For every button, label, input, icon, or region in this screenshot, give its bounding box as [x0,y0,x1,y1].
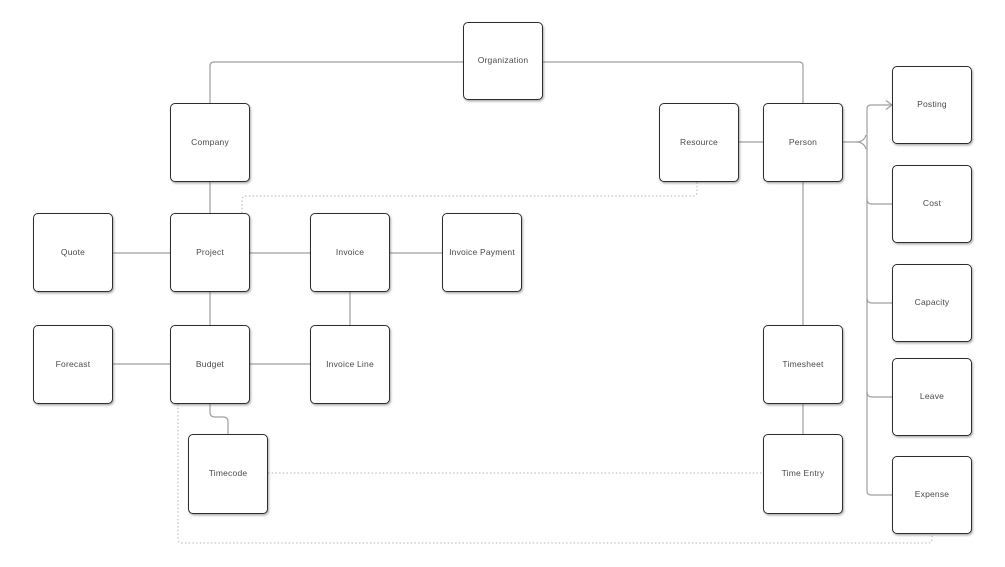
node-organization[interactable]: Organization [463,22,543,100]
node-quote[interactable]: Quote [33,213,113,292]
node-posting-label: Posting [917,99,947,110]
edge-person-fork-lower [855,141,867,150]
edge-organization-person [543,61,804,103]
node-budget[interactable]: Budget [170,325,250,404]
node-invoice-payment-label: Invoice Payment [449,246,515,257]
node-posting[interactable]: Posting [892,66,972,144]
node-company[interactable]: Company [170,103,250,182]
edge-person-cost [866,198,892,205]
node-timecode-label: Timecode [208,468,248,479]
node-leave-label: Leave [919,391,945,402]
node-invoice-line[interactable]: Invoice Line [310,325,390,404]
node-time-entry[interactable]: Time Entry [763,434,843,514]
node-time-entry-label: Time Entry [781,468,825,479]
node-timecode[interactable]: Timecode [188,434,268,514]
edge-budget-timecode [209,404,229,434]
node-timesheet-label: Timesheet [782,358,824,369]
edge-person-fork-upper [843,134,867,143]
node-budget-label: Budget [195,358,225,369]
edge-project-resource-dotted [241,182,698,213]
node-cost-label: Cost [922,198,942,209]
node-invoice-payment[interactable]: Invoice Payment [442,213,522,292]
node-leave[interactable]: Leave [892,358,972,436]
node-timesheet[interactable]: Timesheet [763,325,843,404]
node-invoice-line-label: Invoice Line [326,358,374,369]
node-capacity[interactable]: Capacity [892,264,972,342]
node-resource-label: Resource [680,136,718,147]
edge-person-posting-trunk [866,104,892,496]
node-company-label: Company [191,136,229,147]
edge-organization-company [209,61,463,103]
node-cost[interactable]: Cost [892,165,972,243]
edge-person-capacity [866,297,892,304]
node-forecast[interactable]: Forecast [33,325,113,404]
node-resource[interactable]: Resource [659,103,739,182]
node-project[interactable]: Project [170,213,250,292]
edge-budget-expense-dotted [177,404,933,544]
node-person[interactable]: Person [763,103,843,182]
node-expense-label: Expense [914,489,950,500]
node-quote-label: Quote [60,246,86,257]
node-capacity-label: Capacity [914,297,950,308]
node-invoice-label: Invoice [335,246,365,257]
node-forecast-label: Forecast [55,358,91,369]
node-organization-label: Organization [477,55,529,66]
node-project-label: Project [196,246,224,257]
node-person-label: Person [788,136,818,147]
node-invoice[interactable]: Invoice [310,213,390,292]
node-expense[interactable]: Expense [892,456,972,534]
edge-person-leave [866,391,892,398]
